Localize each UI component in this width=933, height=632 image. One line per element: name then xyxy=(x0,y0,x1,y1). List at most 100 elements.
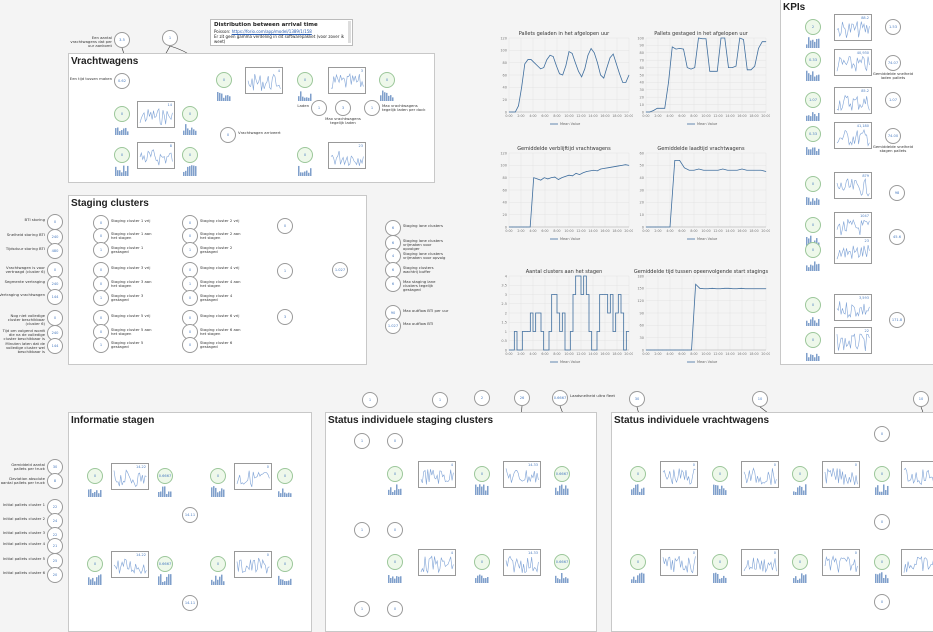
stock-graph-box[interactable]: 0 xyxy=(741,549,779,576)
node-value[interactable]: 0 xyxy=(805,242,821,258)
node-value[interactable]: 0 xyxy=(210,468,226,484)
node-value[interactable]: 0 xyxy=(297,72,313,88)
stock-graph-box[interactable]: 14.22 xyxy=(111,551,149,578)
node-value[interactable]: 0 xyxy=(387,433,403,449)
node-value[interactable]: 6 xyxy=(385,276,401,292)
stock-graph-box[interactable]: 0 xyxy=(901,549,933,576)
node-value[interactable]: 1 xyxy=(162,30,178,46)
node-value[interactable]: 0 xyxy=(87,556,103,572)
arrival-distribution-note[interactable]: Distribution between arrival time Poisso… xyxy=(210,19,353,46)
node-value[interactable]: 0 xyxy=(874,426,890,442)
node-value[interactable]: 0 xyxy=(216,72,232,88)
node-value[interactable]: 0.6667 xyxy=(552,390,568,406)
node-value[interactable]: 0 xyxy=(297,147,313,163)
node-value[interactable]: 0 xyxy=(874,554,890,570)
node-value[interactable]: 0 xyxy=(874,514,890,530)
node-value[interactable]: 144 xyxy=(47,338,63,354)
node-value[interactable]: 74.07 xyxy=(885,55,901,71)
node-value[interactable]: 0 xyxy=(277,556,293,572)
stock-graph-box[interactable]: 0 xyxy=(901,461,933,488)
node-value[interactable]: 3.5 xyxy=(114,32,130,48)
node-value[interactable]: 6 xyxy=(385,262,401,278)
node-value[interactable]: 0 xyxy=(277,468,293,484)
node-value[interactable]: 0 xyxy=(712,554,728,570)
node-value[interactable]: 0.62 xyxy=(114,73,130,89)
stock-graph-box[interactable]: 0 xyxy=(234,551,272,578)
node-value[interactable]: 0 xyxy=(387,466,403,482)
node-value[interactable]: 0 xyxy=(474,554,490,570)
node-value[interactable]: 0.6667 xyxy=(157,468,173,484)
node-value[interactable]: 1 xyxy=(432,392,448,408)
node-value[interactable]: 8 xyxy=(47,473,63,489)
node-value[interactable]: 480 xyxy=(47,243,63,259)
node-value[interactable]: 20 xyxy=(47,567,63,583)
node-value[interactable]: 0 xyxy=(220,127,236,143)
node-value[interactable]: 0 xyxy=(805,332,821,348)
stock-graph-box[interactable]: 22 xyxy=(834,327,872,354)
node-value[interactable]: 3 xyxy=(277,309,293,325)
node-value[interactable]: 0 xyxy=(182,337,198,353)
stock-graph-box[interactable]: 879 xyxy=(834,172,872,199)
node-value[interactable]: 0 xyxy=(47,214,63,230)
stock-graph-box[interactable]: 88.2 xyxy=(834,14,872,41)
node-value[interactable]: 0 xyxy=(379,72,395,88)
node-value[interactable]: 2 xyxy=(805,19,821,35)
stock-graph-box[interactable]: 0 xyxy=(822,549,860,576)
stock-graph-box[interactable]: 41,180 xyxy=(834,122,872,149)
node-value[interactable]: 0 xyxy=(874,466,890,482)
node-value[interactable]: 1 xyxy=(182,242,198,258)
node-value[interactable]: 14.11 xyxy=(182,507,198,523)
node-value[interactable]: 0 xyxy=(93,324,109,340)
node-value[interactable]: 1.53 xyxy=(885,19,901,35)
node-value[interactable]: 1 xyxy=(354,522,370,538)
stock-graph-box[interactable]: 4 xyxy=(418,461,456,488)
node-value[interactable]: 1.027 xyxy=(332,262,348,278)
stock-graph-box[interactable]: 0 xyxy=(234,463,272,490)
node-value[interactable]: 0.33 xyxy=(805,126,821,142)
stock-graph-box[interactable]: 4 xyxy=(418,549,456,576)
note-link[interactable]: https://forio.com/app/model/1389/1/158 xyxy=(231,29,312,34)
node-value[interactable]: 1 xyxy=(311,100,327,116)
node-value[interactable]: 0 xyxy=(47,310,63,326)
node-value[interactable]: 10 xyxy=(913,391,929,407)
stock-graph-box[interactable]: 14 xyxy=(137,101,175,128)
node-value[interactable]: 0 xyxy=(87,468,103,484)
node-value[interactable]: 0 xyxy=(387,601,403,617)
node-value[interactable]: 22 xyxy=(47,499,63,515)
node-value[interactable]: 0 xyxy=(792,466,808,482)
stock-graph-box[interactable]: 14.33 xyxy=(503,549,541,576)
node-value[interactable]: 0 xyxy=(805,176,821,192)
stock-graph-box[interactable]: 85.2 xyxy=(834,87,872,114)
node-value[interactable]: 10 xyxy=(752,391,768,407)
stock-graph-box[interactable]: 0 xyxy=(660,461,698,488)
node-value[interactable]: 26 xyxy=(514,390,530,406)
node-value[interactable]: 0 xyxy=(93,310,109,326)
node-value[interactable]: 1 xyxy=(93,242,109,258)
stock-graph-box[interactable]: 8 xyxy=(137,142,175,169)
node-value[interactable]: 0 xyxy=(712,466,728,482)
stock-graph-box[interactable]: 23 xyxy=(834,237,872,264)
node-value[interactable]: 45.6 xyxy=(889,229,905,245)
node-value[interactable]: 0 xyxy=(93,276,109,292)
node-value[interactable]: 1 xyxy=(277,263,293,279)
stock-graph-box[interactable]: 14.22 xyxy=(111,463,149,490)
stock-graph-box[interactable]: 3 xyxy=(328,67,366,94)
node-value[interactable]: 0 xyxy=(630,554,646,570)
node-value[interactable]: 1 xyxy=(93,290,109,306)
node-value[interactable]: 1 xyxy=(364,100,380,116)
node-value[interactable]: 3 xyxy=(335,100,351,116)
node-value[interactable]: 0 xyxy=(805,297,821,313)
stock-graph-box[interactable]: 23 xyxy=(328,142,366,169)
stock-graph-box[interactable]: 0 xyxy=(660,549,698,576)
node-value[interactable]: 74.00 xyxy=(885,128,901,144)
note-scrollbar[interactable] xyxy=(348,21,351,43)
node-value[interactable]: 0 xyxy=(182,147,198,163)
node-value[interactable]: 0.33 xyxy=(805,52,821,68)
node-value[interactable]: 0 xyxy=(805,217,821,233)
node-value[interactable]: 0 xyxy=(630,466,646,482)
stock-graph-box[interactable]: 3,593 xyxy=(834,294,872,321)
node-value[interactable]: 0.6667 xyxy=(554,466,570,482)
node-value[interactable]: 0 xyxy=(874,594,890,610)
